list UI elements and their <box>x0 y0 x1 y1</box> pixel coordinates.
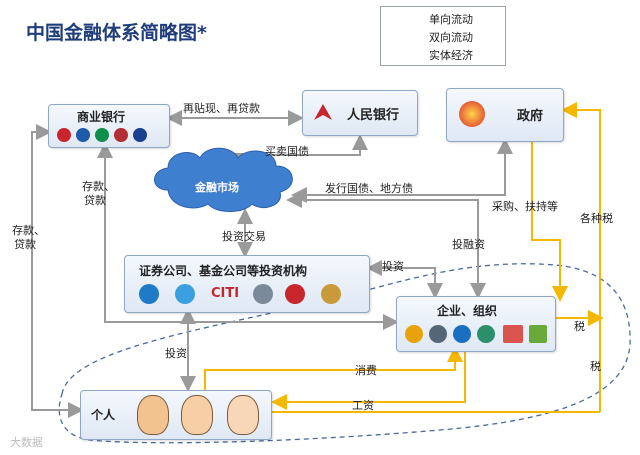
enterprise-label: 企业、组织 <box>437 304 498 318</box>
edge-label-salary: 工资 <box>352 399 374 412</box>
government-label: 政府 <box>517 109 544 124</box>
bank-logo-icon <box>95 128 109 142</box>
edge-financing <box>286 192 486 299</box>
legend-one-way-label: 单向流动 <box>429 13 473 26</box>
edge-label-buy-sell-bonds: 买卖国债 <box>265 145 309 158</box>
company-logo-icon <box>503 325 523 343</box>
company-logo-icon <box>453 325 471 343</box>
edge-label-taxes: 各种税 <box>580 212 613 225</box>
edge-label-tax-individual: 税 <box>590 360 601 373</box>
citi-logo-icon: CITI <box>211 286 240 301</box>
company-logo-icon <box>429 325 447 343</box>
watermark: 大数据 <box>10 436 43 449</box>
legend-two-way-label: 双向流动 <box>429 31 473 44</box>
edge-label-tax-enterprise: 税 <box>574 320 585 333</box>
edge-label-consume: 消费 <box>355 364 377 377</box>
individual-label: 个人 <box>91 408 116 422</box>
edge-label-purchase: 采购、扶持等 <box>492 200 558 213</box>
edge-label-invest-enterprise: 投资 <box>382 260 404 273</box>
edge-label-deposit-loan-enterprise-2: 贷款 <box>84 194 106 207</box>
government-node: 政府 <box>446 88 564 142</box>
pboc-label: 人民银行 <box>347 108 400 123</box>
financial-market-cloud <box>154 147 293 212</box>
edge-label-deposit-loan-enterprise-1: 存款、 <box>82 180 115 193</box>
pboc-node: 人民银行 <box>302 90 418 136</box>
company-logo-icon <box>529 325 547 343</box>
national-emblem-icon <box>459 101 485 127</box>
individual-node: 个人 <box>80 390 272 440</box>
edge-purchase <box>531 142 568 302</box>
institution-logo-icon <box>321 284 341 304</box>
bank-logo-icon <box>133 128 147 142</box>
edge-label-deposit-loan-individual-1: 存款、 <box>12 224 45 237</box>
bank-logo-icon <box>114 128 128 142</box>
commercial-bank-node: 商业银行 <box>48 104 170 148</box>
page-title: 中国金融体系简略图* <box>26 22 207 44</box>
commercial-bank-label: 商业银行 <box>77 110 126 124</box>
institution-logo-icon <box>285 284 305 304</box>
person-avatar <box>181 395 213 435</box>
institution-logo-icon <box>175 284 195 304</box>
edge-consume <box>204 346 463 392</box>
edge-label-invest-trade: 投资交易 <box>222 230 266 243</box>
enterprise-node: 企业、组织 <box>396 296 556 352</box>
edge-label-deposit-loan-individual-2: 贷款 <box>14 238 36 251</box>
edge-label-financing: 投融资 <box>452 238 485 251</box>
securities-node: 证券公司、基金公司等投资机构 CITI <box>124 255 370 313</box>
edge-label-invest-individual: 投资 <box>165 347 187 360</box>
legend: 单向流动 双向流动 实体经济 <box>380 6 506 66</box>
person-avatar <box>137 395 169 435</box>
edge-deposit-loan-enterprise <box>97 142 399 330</box>
institution-logo-icon <box>253 284 273 304</box>
edge-salary <box>271 350 466 410</box>
company-logo-icon <box>477 325 495 343</box>
edge-deposit-loan-individual <box>31 124 84 418</box>
financial-market-label: 金融市场 <box>195 181 239 194</box>
person-avatar <box>227 395 259 435</box>
pboc-logo-icon <box>314 104 332 120</box>
bank-logo-icon <box>57 128 71 142</box>
bank-logo-icon <box>76 128 90 142</box>
legend-real-economy-label: 实体经济 <box>429 49 473 62</box>
securities-label: 证券公司、基金公司等投资机构 <box>139 264 308 278</box>
edge-label-rediscount: 再贴现、再贷款 <box>183 102 260 115</box>
company-logo-icon <box>405 325 423 343</box>
edge-label-issue-bonds: 发行国债、地方债 <box>325 182 413 195</box>
institution-logo-icon <box>139 284 159 304</box>
